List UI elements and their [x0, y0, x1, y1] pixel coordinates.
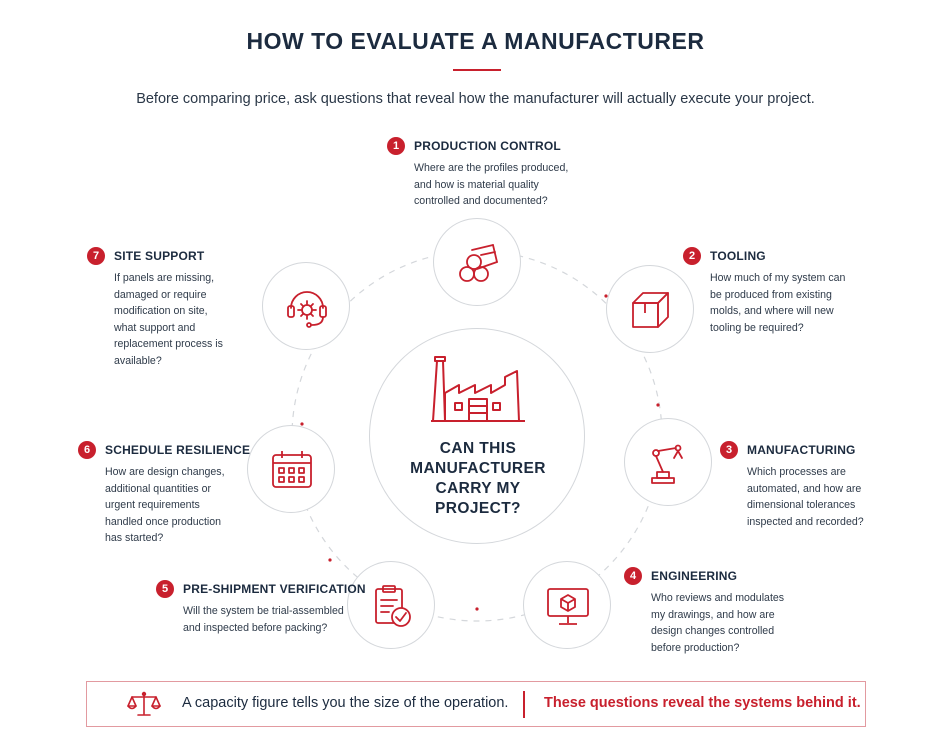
- clipboard-check-icon: [375, 585, 411, 627]
- question-text: Where are the profiles produced, and how…: [414, 160, 568, 210]
- question-text: If panels are missing, damaged or requir…: [114, 270, 223, 369]
- computer-monitor-icon: [547, 588, 589, 625]
- question-line: Which processes are: [747, 466, 846, 478]
- node-pre-shipment: [347, 561, 435, 649]
- question-line: available?: [114, 354, 162, 367]
- hub-line: PROJECT?: [435, 500, 521, 517]
- footer-left-text: A capacity figure tells you the size of …: [182, 695, 509, 711]
- step-number-badge: 4: [624, 567, 642, 585]
- question-line: inspected and recorded?: [747, 515, 864, 528]
- question-line: my drawings, and how are: [651, 608, 775, 621]
- question-text: How much of my system can be produced fr…: [710, 270, 845, 336]
- robot-arm-icon: [651, 444, 683, 484]
- question-line: before production?: [651, 641, 740, 654]
- question-title: PRODUCTION CONTROL: [414, 139, 561, 153]
- question-text: Who reviews and modulates my drawings, a…: [651, 590, 784, 656]
- node-manufacturing: [624, 418, 712, 506]
- question-line: and how is material quality: [414, 178, 539, 191]
- question-line: and inspected before packing?: [183, 621, 328, 634]
- question-line: dimensional tolerances: [747, 499, 856, 511]
- question-line: Will the system be trial-assembled: [183, 605, 344, 617]
- hub-question: CAN THIS MANUFACTURER CARRY MY PROJECT?: [370, 439, 586, 519]
- question-tooling: 2 TOOLING How much of my system can be p…: [683, 246, 845, 336]
- question-title: MANUFACTURING: [747, 443, 856, 457]
- step-number-badge: 5: [156, 580, 174, 598]
- material-profiles-icon: [459, 244, 498, 282]
- step-number-badge: 1: [387, 137, 405, 155]
- footer-divider: [523, 691, 525, 718]
- factory-icon: [431, 356, 525, 422]
- question-line: replacement process is: [114, 338, 223, 350]
- question-manufacturing: 3 MANUFACTURING Which processes are auto…: [720, 440, 864, 530]
- question-line: additional quantities or: [105, 482, 212, 495]
- question-engineering: 4 ENGINEERING Who reviews and modulates …: [624, 566, 784, 656]
- step-number-badge: 2: [683, 247, 701, 265]
- question-line: Where are the profiles produced,: [414, 162, 569, 174]
- question-title: ENGINEERING: [651, 569, 738, 583]
- question-production-control: 1 PRODUCTION CONTROL Where are the profi…: [387, 136, 568, 210]
- step-number-badge: 3: [720, 441, 738, 459]
- question-line: handled once production: [105, 515, 222, 528]
- question-text: Which processes are automated, and how a…: [747, 464, 864, 530]
- title-underline: [453, 69, 501, 71]
- question-line: what support and: [114, 321, 196, 334]
- question-schedule-resilience: 6 SCHEDULE RESILIENCE How are design cha…: [78, 440, 250, 547]
- step-number-badge: 6: [78, 441, 96, 459]
- central-hub: CAN THIS MANUFACTURER CARRY MY PROJECT?: [369, 328, 585, 544]
- question-text: How are design changes, additional quant…: [105, 464, 250, 547]
- page-subtitle: Before comparing price, ask questions th…: [136, 91, 815, 107]
- question-line: controlled and documented?: [414, 195, 548, 207]
- headset-gear-icon: [287, 291, 327, 328]
- question-line: design changes controlled: [651, 625, 775, 637]
- question-line: automated, and how are: [747, 482, 862, 495]
- node-site-support: [262, 262, 350, 350]
- hub-line: CAN THIS: [439, 440, 517, 457]
- footer-callout: A capacity figure tells you the size of …: [86, 681, 866, 727]
- node-production-control: [433, 218, 521, 306]
- question-title: TOOLING: [710, 249, 766, 263]
- question-line: damaged or require: [114, 288, 207, 301]
- question-title: PRE-SHIPMENT VERIFICATION: [183, 582, 366, 596]
- node-schedule-resilience: [247, 425, 335, 513]
- question-line: How much of my system can: [710, 272, 846, 284]
- question-line: modification on site,: [114, 305, 208, 317]
- mold-box-icon: [632, 292, 669, 328]
- footer-right-text: These questions reveal the systems behin…: [544, 695, 861, 711]
- question-line: molds, and where will new: [710, 305, 834, 317]
- step-number-badge: 7: [87, 247, 105, 265]
- question-line: has started?: [105, 532, 164, 544]
- question-title: SITE SUPPORT: [114, 249, 205, 263]
- hub-line: MANUFACTURER: [410, 460, 546, 477]
- question-line: If panels are missing,: [114, 272, 215, 284]
- hub-line: CARRY MY: [435, 480, 521, 497]
- scales-icon: [127, 691, 161, 716]
- question-line: urgent requirements: [105, 499, 200, 511]
- question-text: Will the system be trial-assembled and i…: [183, 603, 366, 636]
- node-engineering: [523, 561, 611, 649]
- question-line: be produced from existing: [710, 288, 832, 301]
- question-line: How are design changes,: [105, 466, 225, 478]
- question-site-support: 7 SITE SUPPORT If panels are missing, da…: [87, 246, 223, 369]
- calendar-icon: [272, 451, 312, 488]
- question-line: tooling be required?: [710, 321, 804, 334]
- question-pre-shipment: 5 PRE-SHIPMENT VERIFICATION Will the sys…: [156, 579, 366, 636]
- question-line: Who reviews and modulates: [651, 592, 785, 604]
- question-title: SCHEDULE RESILIENCE: [105, 443, 251, 457]
- page-title: HOW TO EVALUATE A MANUFACTURER: [246, 28, 705, 54]
- node-tooling: [606, 265, 694, 353]
